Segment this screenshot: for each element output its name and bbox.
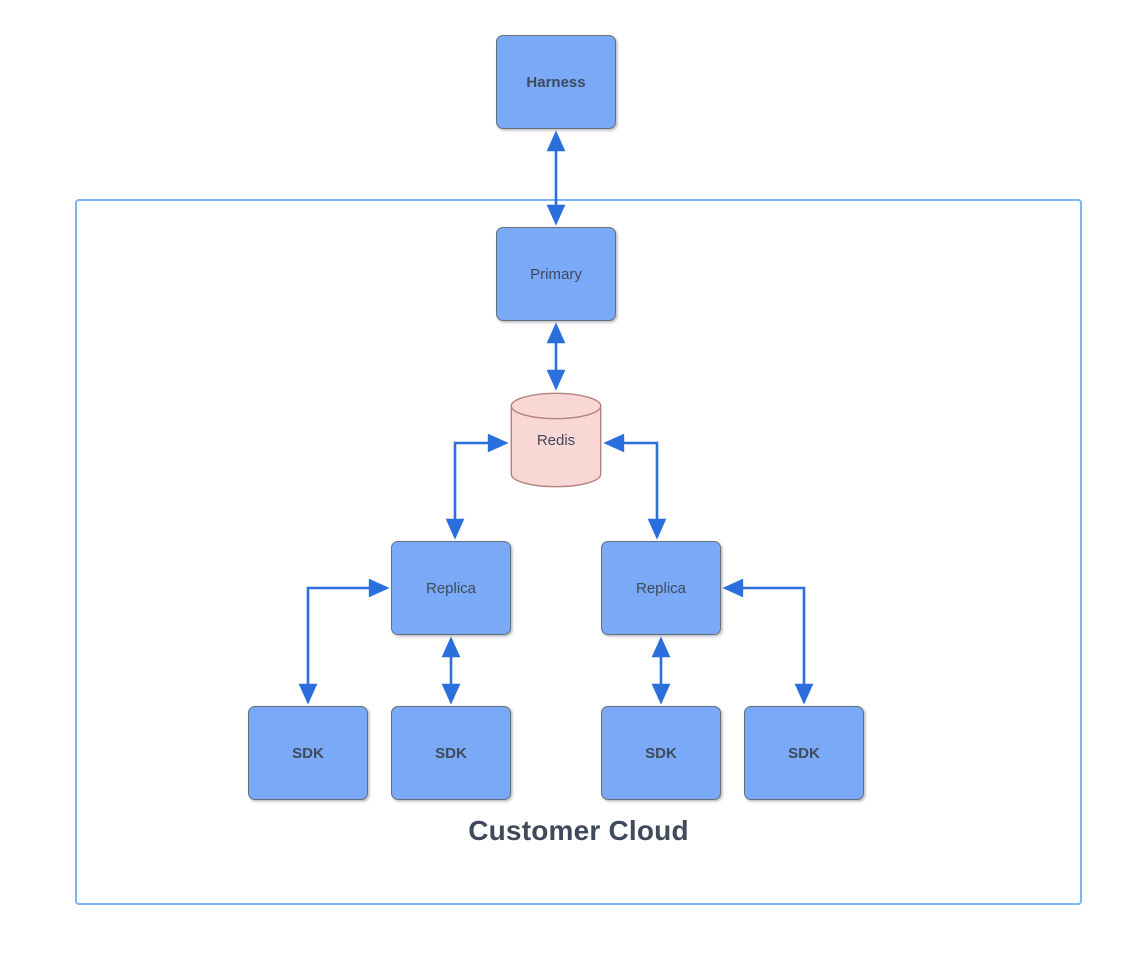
node-harness-label: Harness xyxy=(526,73,586,91)
node-sdk-1[interactable]: SDK xyxy=(248,706,368,800)
node-sdk-3-label: SDK xyxy=(645,744,677,762)
node-sdk-1-label: SDK xyxy=(292,744,324,762)
node-sdk-2-label: SDK xyxy=(435,744,467,762)
node-sdk-2[interactable]: SDK xyxy=(391,706,511,800)
cylinder-icon xyxy=(510,392,602,488)
node-primary-label: Primary xyxy=(530,265,582,283)
node-sdk-4[interactable]: SDK xyxy=(744,706,864,800)
node-replica-right-label: Replica xyxy=(635,579,687,597)
node-sdk-4-label: SDK xyxy=(788,744,820,762)
node-replica-left[interactable]: Replica xyxy=(391,541,511,635)
node-replica-left-label: Replica xyxy=(425,579,477,597)
customer-cloud-boundary xyxy=(75,199,1082,905)
node-replica-right[interactable]: Replica xyxy=(601,541,721,635)
node-harness[interactable]: Harness xyxy=(496,35,616,129)
node-redis-datastore[interactable]: Redis xyxy=(510,392,602,488)
customer-cloud-label: Customer Cloud xyxy=(468,815,689,846)
node-sdk-3[interactable]: SDK xyxy=(601,706,721,800)
node-primary[interactable]: Primary xyxy=(496,227,616,321)
